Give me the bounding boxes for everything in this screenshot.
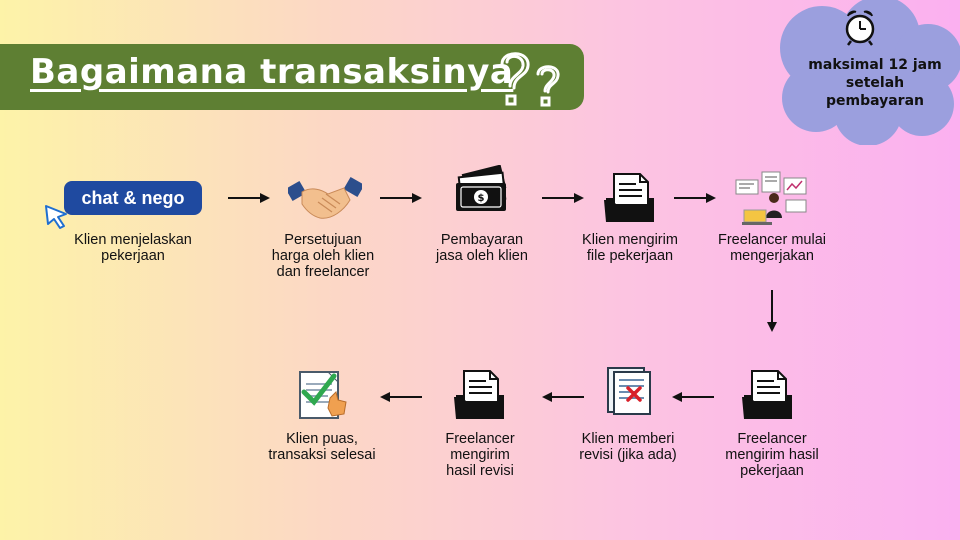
folder-document-icon [604,173,654,222]
step-8-label: Freelancer mengirim hasil revisi [445,431,515,479]
step-6-label: Freelancer mengirim hasil pekerjaan [725,431,819,479]
approved-checklist-icon [299,371,347,419]
title-banner: Bagaimana transaksinya [0,44,584,110]
alarm-clock-icon [845,10,875,46]
arrow-right-icon [228,193,270,203]
step-7-label: Klien memberi revisi (jika ada) [579,431,677,463]
arrow-left-icon [542,392,584,402]
step-9-label: Klien puas, transaksi selesai [268,431,376,463]
step-2-label: Persetujuan harga oleh klien dan freelan… [271,232,375,280]
folder-document-icon [742,370,792,419]
svg-text:$: $ [478,193,485,204]
question-marks-icon [500,52,560,107]
revision-document-icon [607,367,651,415]
arrow-right-icon [674,193,716,203]
money-icon: $ [456,165,507,211]
time-limit-note: maksimal 12 jam setelah pembayaran [808,57,942,109]
step-5-label: Freelancer mulai mengerjakan [718,232,826,264]
arrow-right-icon [542,193,584,203]
arrow-right-icon [380,193,422,203]
arrow-left-icon [380,392,422,402]
arrow-down-icon [767,290,777,332]
step-4-label: Klien mengirim file pekerjaan [582,232,678,264]
step-1-label: Klien menjelaskan pekerjaan [74,232,192,264]
folder-document-icon [454,370,504,419]
page-title: Bagaimana transaksinya [30,52,514,92]
handshake-icon [288,176,362,219]
cursor-icon [45,205,67,229]
arrow-left-icon [672,392,714,402]
chat-nego-badge: chat & nego [64,181,202,215]
freelancer-working-icon [735,171,807,225]
step-3-label: Pembayaran jasa oleh klien [436,232,528,264]
